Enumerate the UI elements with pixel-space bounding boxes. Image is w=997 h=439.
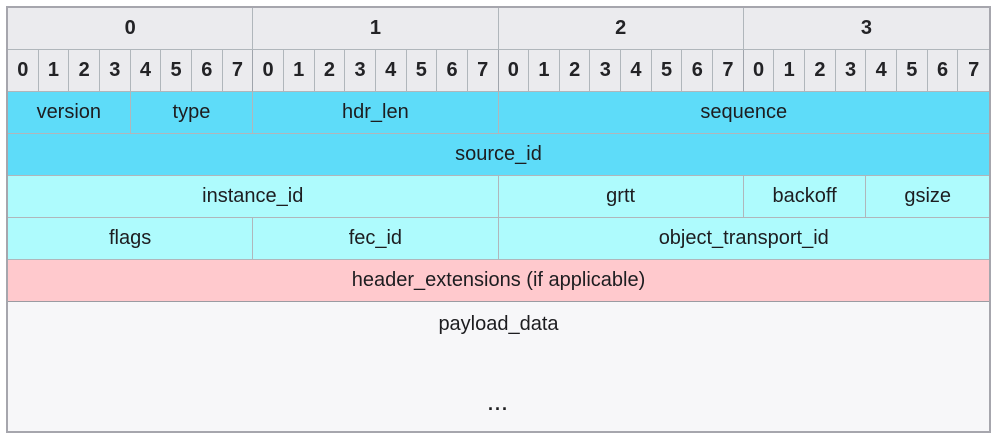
byte-label-1: 1: [253, 8, 499, 50]
bit-label-3-1: 1: [774, 50, 806, 92]
bit-label-1-2: 2: [314, 50, 346, 92]
bit-label-0-6: 6: [191, 50, 223, 92]
bit-label-0-5: 5: [161, 50, 192, 92]
bit-label-2-0: 0: [498, 50, 530, 92]
field-cell-source-id: source_id: [8, 134, 989, 176]
bit-label-2-6: 6: [682, 50, 714, 92]
bit-label-3-6: 6: [927, 50, 959, 92]
bit-label-3-5: 5: [897, 50, 928, 92]
bit-label-2-2: 2: [559, 50, 591, 92]
bit-label-0-3: 3: [99, 50, 131, 92]
bit-label-3-7: 7: [958, 50, 989, 92]
bit-label-3-0: 0: [743, 50, 775, 92]
bit-label-0-0: 0: [8, 50, 39, 92]
bit-label-1-4: 4: [375, 50, 407, 92]
field-cell-hdr-len: hdr_len: [253, 92, 499, 134]
field-cell-fec-id: fec_id: [253, 218, 499, 260]
bit-label-2-5: 5: [651, 50, 683, 92]
bit-label-1-6: 6: [437, 50, 468, 92]
bit-label-0-4: 4: [130, 50, 162, 92]
field-cell-type: type: [130, 92, 254, 134]
bit-label-2-7: 7: [713, 50, 744, 92]
field-cell-instance-id: instance_id: [8, 176, 499, 218]
bit-label-2-3: 3: [590, 50, 622, 92]
bit-label-3-3: 3: [835, 50, 867, 92]
byte-label-3: 3: [743, 8, 989, 50]
field-cell-gsize: gsize: [866, 176, 989, 218]
bit-label-2-4: 4: [621, 50, 652, 92]
bit-label-0-2: 2: [69, 50, 100, 92]
bit-label-1-5: 5: [406, 50, 438, 92]
field-cell-sequence: sequence: [498, 92, 989, 134]
bit-label-1-0: 0: [253, 50, 284, 92]
field-cell-version: version: [8, 92, 131, 134]
bit-label-3-4: 4: [866, 50, 898, 92]
field-cell-backoff: backoff: [743, 176, 867, 218]
field-cell-object-transport-id: object_transport_id: [498, 218, 989, 260]
byte-label-2: 2: [498, 8, 744, 50]
byte-label-0: 0: [8, 8, 254, 50]
bit-label-1-3: 3: [345, 50, 376, 92]
bit-label-0-1: 1: [38, 50, 70, 92]
bit-label-0-7: 7: [222, 50, 254, 92]
field-cell-header-extensions-if-applicable: header_extensions (if applicable): [8, 260, 989, 302]
payload-ellipsis: ...: [487, 394, 509, 414]
bit-label-3-2: 2: [805, 50, 836, 92]
bit-label-1-7: 7: [467, 50, 499, 92]
bit-label-2-1: 1: [529, 50, 560, 92]
field-cell-grtt: grtt: [498, 176, 744, 218]
field-cell-flags: flags: [8, 218, 254, 260]
payload-cell: payload_data...: [8, 302, 989, 431]
payload-label: payload_data: [438, 313, 559, 335]
bit-label-1-1: 1: [283, 50, 315, 92]
